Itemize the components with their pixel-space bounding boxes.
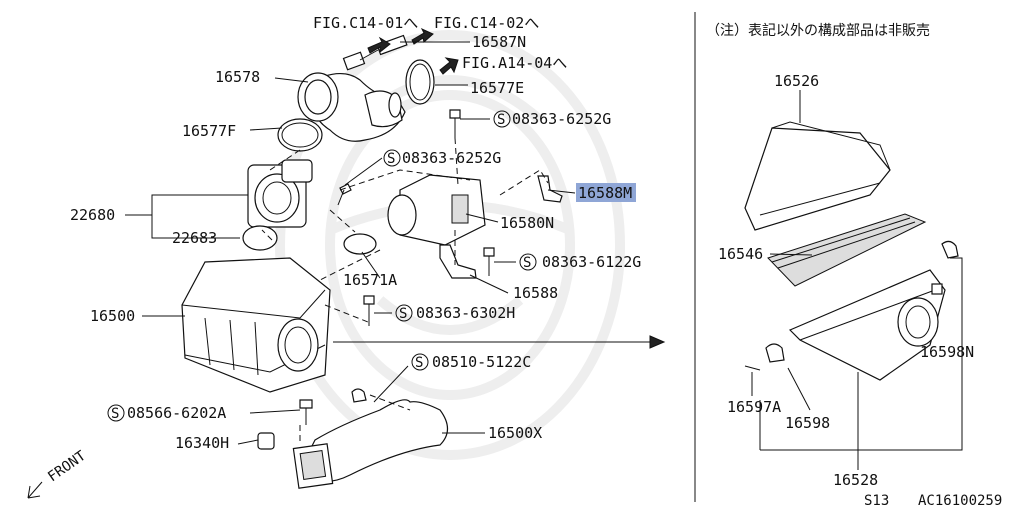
filter-16546[interactable] [767, 213, 927, 287]
label-16598[interactable]: 16598 [785, 414, 830, 432]
label-08363-6252g-b[interactable]: S 08363-6252G [383, 149, 501, 167]
meter-16580n[interactable] [387, 174, 486, 246]
label-22683[interactable]: 22683 [172, 229, 217, 247]
clip-16598[interactable] [765, 343, 785, 363]
label-16528[interactable]: 16528 [833, 471, 878, 489]
housing-22680[interactable] [247, 159, 313, 228]
label-16340h[interactable]: 16340H [175, 434, 229, 452]
clamp-16577f[interactable] [277, 118, 323, 152]
grommet-16340h[interactable] [257, 432, 275, 450]
svg-text:S: S [387, 151, 395, 167]
label-16578[interactable]: 16578 [215, 68, 260, 86]
air-cleaner-16500[interactable] [181, 257, 331, 393]
fig-ref-a14-04[interactable]: FIG.A14-04へ [462, 54, 567, 72]
front-indicator: FRONT [27, 448, 89, 499]
label-16571a[interactable]: 16571A [343, 271, 397, 289]
footer-codes: S13 AC16100259 [864, 493, 1002, 509]
label-08510-5122c[interactable]: S 08510-5122C [411, 353, 531, 371]
fig-ref-c14-02[interactable]: FIG.C14-02へ [434, 14, 539, 32]
svg-text:08363-6302H: 08363-6302H [416, 304, 515, 322]
footer-code-left: S13 [864, 493, 889, 509]
part-labels: 16587N 16578 16577E 16577F S 08363-6252G… [27, 33, 974, 499]
right-leaders [751, 90, 963, 470]
pin-16597a[interactable] [744, 365, 761, 371]
cover-16526[interactable] [744, 121, 891, 231]
svg-text:S: S [497, 112, 505, 128]
label-16598n[interactable]: 16598N [920, 343, 974, 361]
note-text: （注）表記以外の構成部品は非販売 [706, 22, 930, 39]
label-16587n[interactable]: 16587N [472, 33, 526, 51]
label-16588[interactable]: 16588 [513, 284, 558, 302]
clamp-16571a[interactable] [343, 233, 377, 255]
svg-text:08510-5122C: 08510-5122C [432, 353, 531, 371]
label-16526[interactable]: 16526 [774, 72, 819, 90]
label-16588m[interactable]: 16588M [578, 184, 632, 202]
label-16500x[interactable]: 16500X [488, 424, 542, 442]
label-08363-6252g-a[interactable]: S 08363-6252G [493, 110, 611, 128]
label-08363-6302h[interactable]: S 08363-6302H [395, 304, 515, 322]
lower-case-16528[interactable] [788, 269, 946, 381]
highlight-16588m [576, 183, 636, 202]
leader-lines [125, 41, 576, 445]
label-16580n[interactable]: 16580N [500, 214, 554, 232]
label-08566-6202a[interactable]: S 08566-6202A [107, 404, 226, 422]
svg-text:08566-6202A: 08566-6202A [127, 404, 226, 422]
label-16577f[interactable]: 16577F [182, 122, 236, 140]
bolt-icons [299, 109, 495, 425]
arrow-icons [367, 27, 459, 75]
label-22680[interactable]: 22680 [70, 206, 115, 224]
clamp-16577e[interactable] [405, 59, 435, 105]
svg-text:S: S [415, 355, 423, 371]
footer-code-right: AC16100259 [918, 493, 1002, 509]
label-16597a[interactable]: 16597A [727, 398, 781, 416]
label-16577e[interactable]: 16577E [470, 79, 524, 97]
bracket-16588[interactable] [439, 244, 477, 279]
connector-16587n[interactable] [342, 34, 408, 71]
svg-text:08363-6122G: 08363-6122G [542, 253, 641, 271]
dashed-leaders [261, 137, 549, 445]
svg-text:S: S [111, 406, 119, 422]
label-16500[interactable]: 16500 [90, 307, 135, 325]
svg-text:08363-6252G: 08363-6252G [512, 110, 611, 128]
fig-ref-c14-01[interactable]: FIG.C14-01へ [313, 14, 418, 32]
bracket-16588m[interactable] [537, 175, 563, 203]
clip-08510[interactable] [351, 388, 367, 403]
label-16546[interactable]: 16546 [718, 245, 763, 263]
front-label: FRONT [45, 448, 89, 486]
header-labels: FIG.C14-01へ FIG.C14-02へ FIG.A14-04へ （注）表… [313, 14, 930, 72]
svg-text:S: S [399, 306, 407, 322]
duct-16500x[interactable] [292, 399, 449, 489]
svg-text:08363-6252G: 08363-6252G [402, 149, 501, 167]
svg-text:S: S [523, 255, 531, 271]
seal-22683[interactable] [242, 225, 278, 251]
duct-16578[interactable] [297, 72, 406, 142]
label-08363-6122g[interactable]: S 08363-6122G [519, 253, 641, 271]
clip-16598n[interactable] [931, 240, 959, 295]
